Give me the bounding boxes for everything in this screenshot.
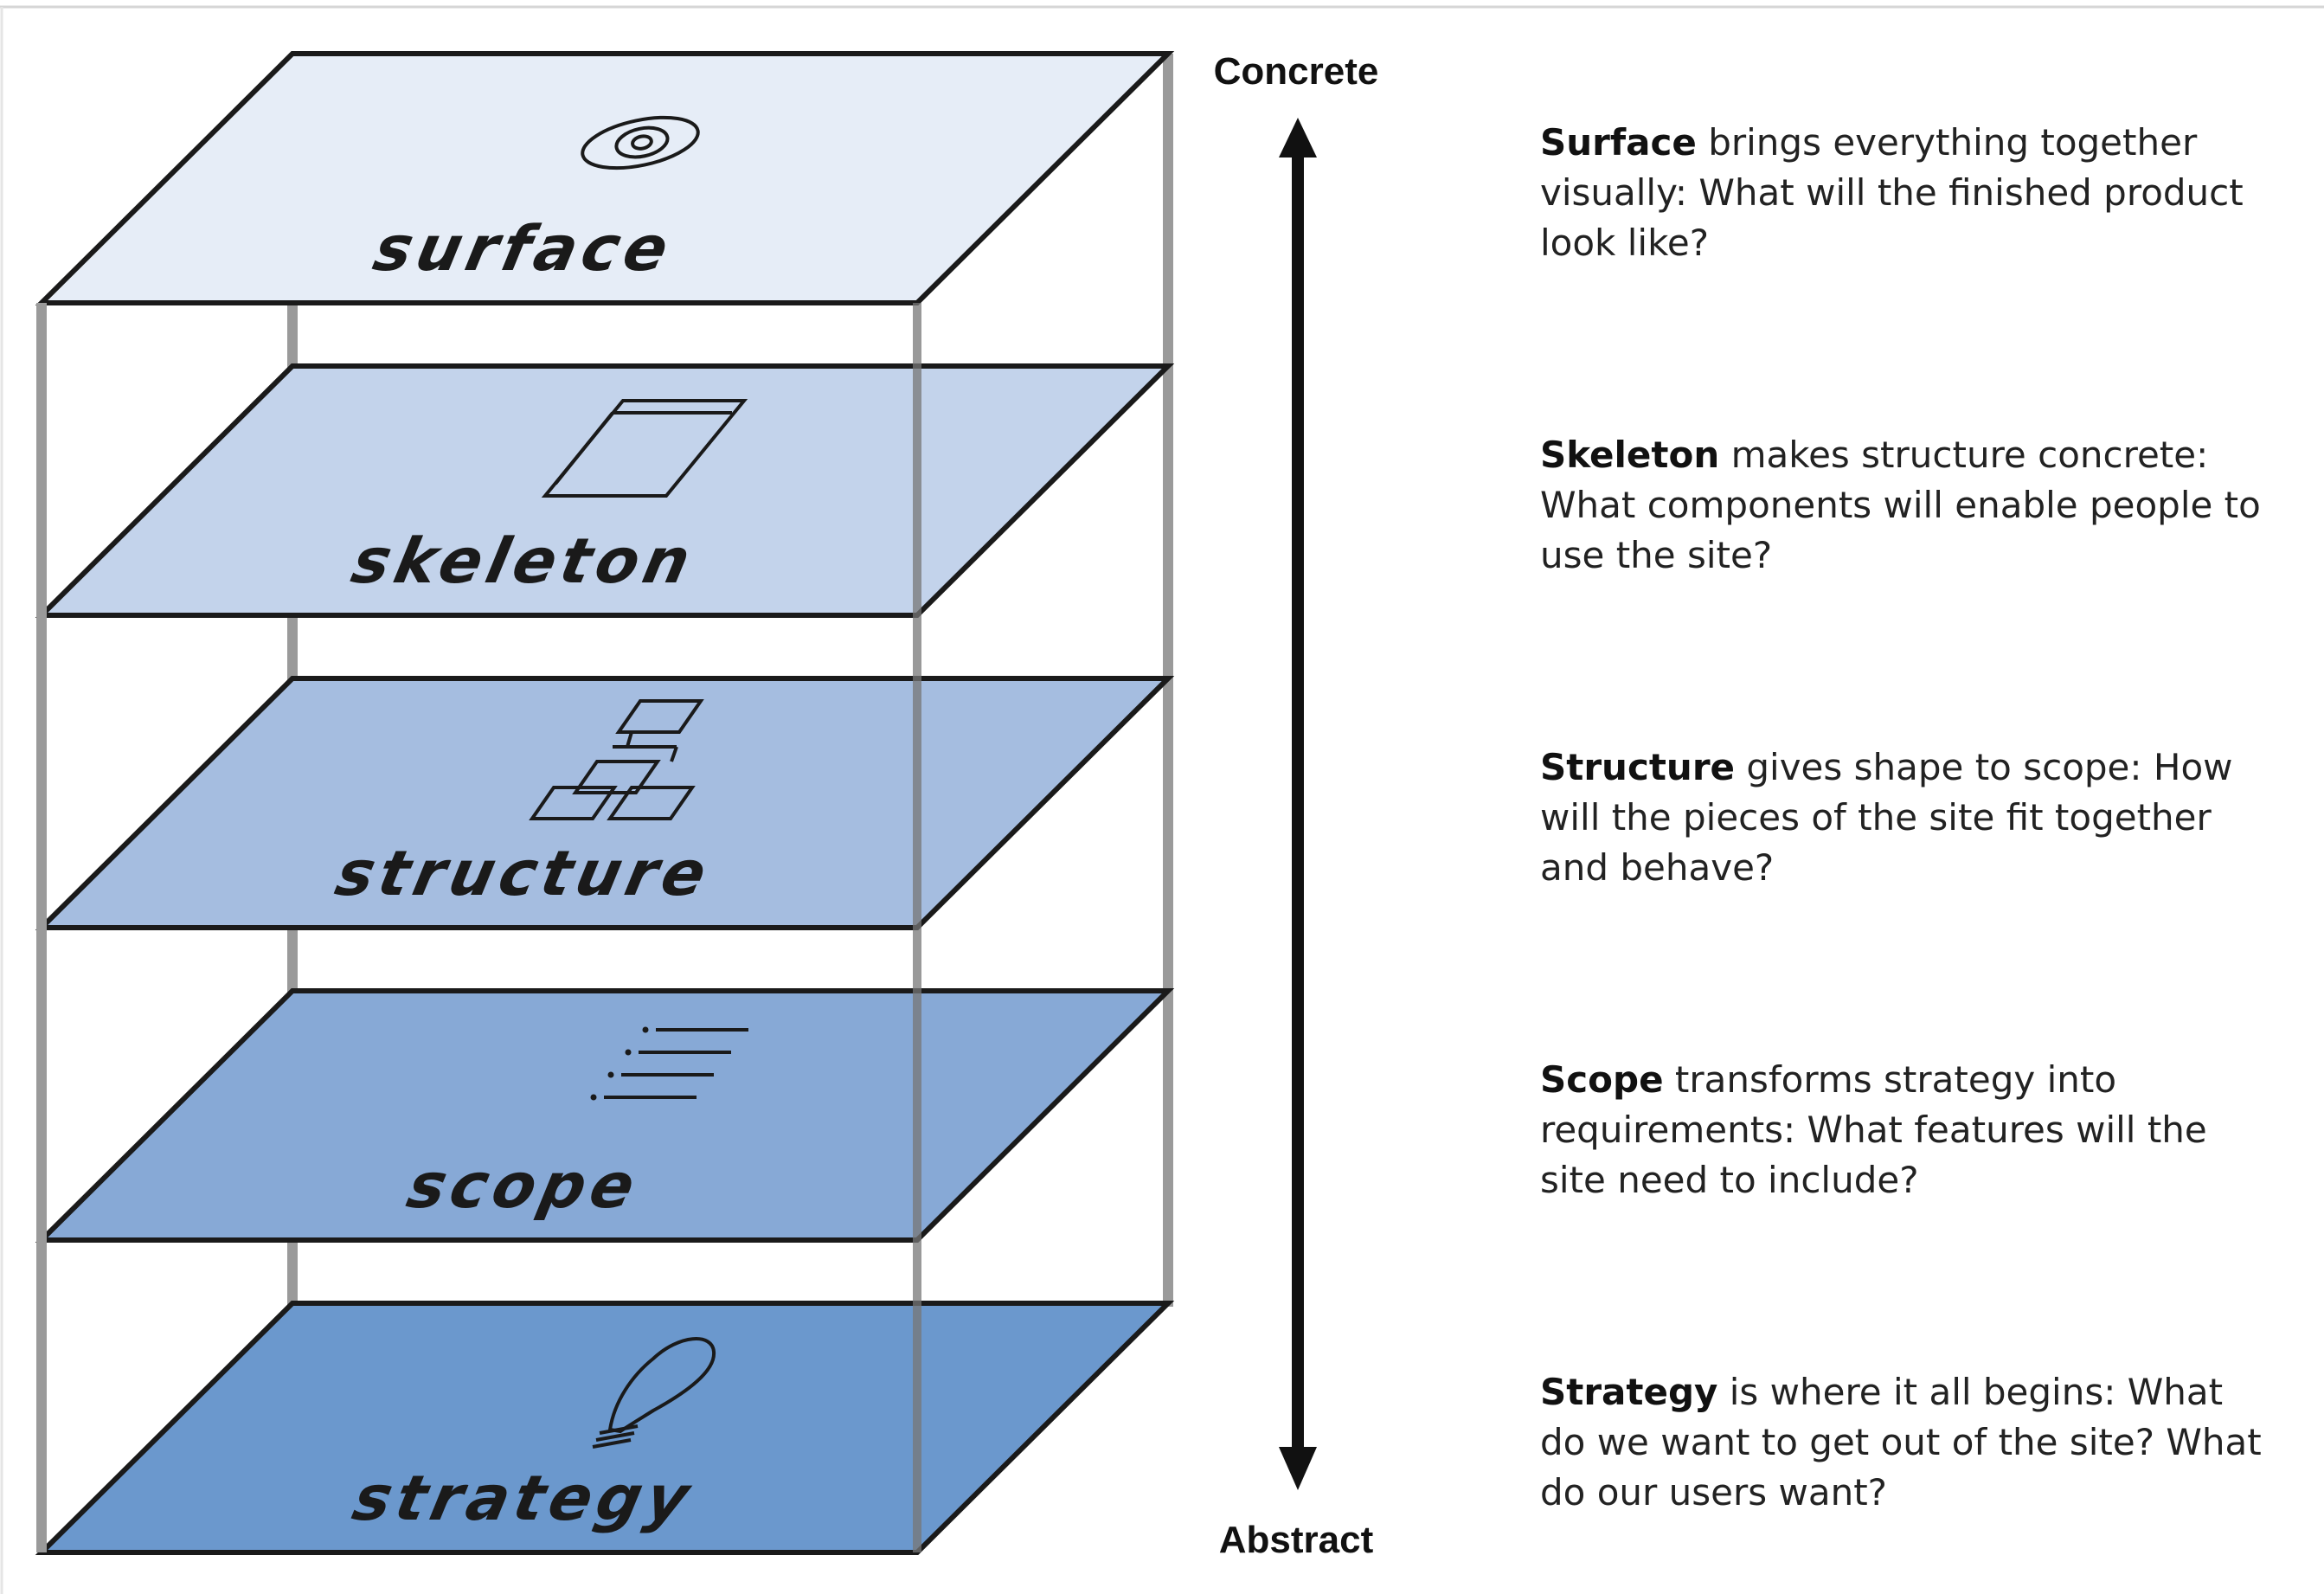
plane-label-surface: surface [368,213,680,286]
hierarchy-icon [529,699,704,820]
front-posts [36,303,921,1552]
description-term: Surface [1540,121,1697,164]
description-text: is where it all begins: What do we want … [1540,1371,2262,1514]
description-text: makes structure concrete: What component… [1540,434,2261,576]
description-term: Scope [1540,1058,1664,1101]
description-text: gives shape to scope: How will the piece… [1540,746,2233,889]
description-strategy: Strategy is where it all begins: What do… [1540,1367,2267,1518]
plane-label-scope: scope [401,1150,646,1223]
plane-label-skeleton: skeleton [345,525,701,598]
plane-surface: surface [35,51,1175,305]
description-surface: Surface brings everything together visua… [1540,118,2267,268]
concrete-label: Concrete [1214,50,1379,93]
plane-skeleton: skeleton [35,363,1175,618]
eye-icon [581,115,700,170]
description-text: transforms strategy into requirements: W… [1540,1058,2207,1201]
plane-label-structure: structure [330,838,718,910]
plane-strategy: strategy [35,1301,1175,1555]
description-term: Skeleton [1540,434,1720,476]
description-term: Strategy [1540,1371,1718,1413]
arrow-down-head [1279,1447,1317,1490]
plane-label-strategy: strategy [347,1462,701,1535]
lightbulb-icon [592,1337,716,1449]
plane-structure: structure [35,676,1175,930]
concrete-abstract-arrow [1279,118,1317,1490]
description-scope: Scope transforms strategy into requireme… [1540,1055,2267,1205]
planes-group: surface skeleton structure scope strategy [35,51,1175,1555]
list-icon [590,1026,748,1101]
plane-scope: scope [35,988,1175,1243]
wireframe-icon [541,399,748,498]
description-skeleton: Skeleton makes structure concrete: What … [1540,430,2267,581]
description-term: Structure [1540,746,1736,788]
arrow-up-head [1279,118,1317,157]
description-text: brings everything together visually: Wha… [1540,121,2244,264]
description-structure: Structure gives shape to scope: How will… [1540,742,2267,893]
abstract-label: Abstract [1219,1519,1374,1561]
